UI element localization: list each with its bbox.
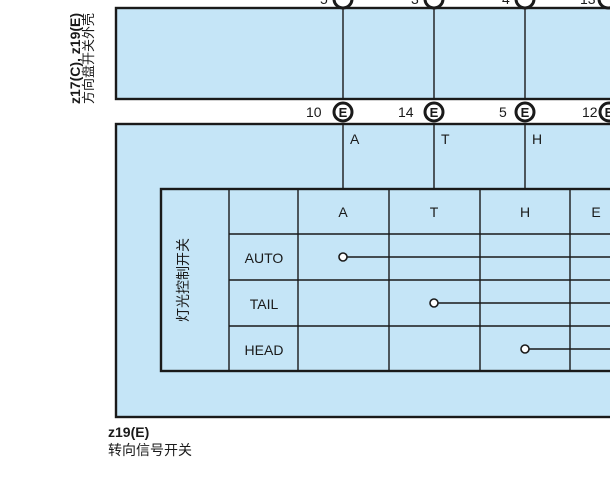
- svg-text:5: 5: [499, 104, 507, 120]
- lower-pin: 10 E: [306, 101, 354, 123]
- column-header: H: [520, 204, 530, 220]
- side-label: z17(C), z19(E) 方向盘开关外壳: [67, 13, 97, 104]
- svg-text:3: 3: [411, 0, 419, 7]
- svg-text:5: 5: [320, 0, 328, 7]
- svg-text:4: 4: [502, 0, 510, 7]
- upper-pin: 5: [320, 0, 354, 10]
- column-header: A: [338, 204, 348, 220]
- switch-title: 灯光控制开关: [176, 238, 192, 322]
- wire-label-t: T: [441, 131, 450, 147]
- lower-pin: 14 E: [398, 101, 445, 123]
- wire-label-h: H: [532, 131, 542, 147]
- upper-pin: 3: [411, 0, 445, 10]
- lower-pin: 5 E: [499, 101, 536, 123]
- switch-table: [159, 187, 610, 373]
- svg-text:E: E: [339, 105, 348, 120]
- svg-text:E: E: [605, 105, 610, 120]
- svg-text:E: E: [521, 105, 530, 120]
- upper-pin: 13: [580, 0, 610, 10]
- side-label-code: z17(C), z19(E): [67, 13, 83, 104]
- lower-pin: 12 E: [582, 101, 610, 123]
- upper-pin: 4: [502, 0, 536, 10]
- svg-text:13: 13: [580, 0, 596, 7]
- row-label: HEAD: [245, 342, 284, 358]
- column-header: E: [591, 204, 600, 220]
- continuity-auto: [338, 252, 610, 262]
- row-label: TAIL: [250, 296, 279, 312]
- wire-label-a: A: [350, 131, 360, 147]
- svg-text:12: 12: [582, 104, 598, 120]
- upper-panel: [114, 6, 610, 101]
- continuity-tail: [429, 298, 610, 308]
- svg-text:E: E: [430, 105, 439, 120]
- footer-code: z19(E): [108, 424, 149, 440]
- svg-text:14: 14: [398, 104, 414, 120]
- continuity-head: [520, 344, 610, 354]
- svg-text:10: 10: [306, 104, 322, 120]
- side-label-name: 方向盘开关外壳: [81, 13, 97, 104]
- row-label: AUTO: [245, 250, 284, 266]
- footer-name: 转向信号开关: [108, 443, 192, 459]
- column-header: T: [430, 204, 439, 220]
